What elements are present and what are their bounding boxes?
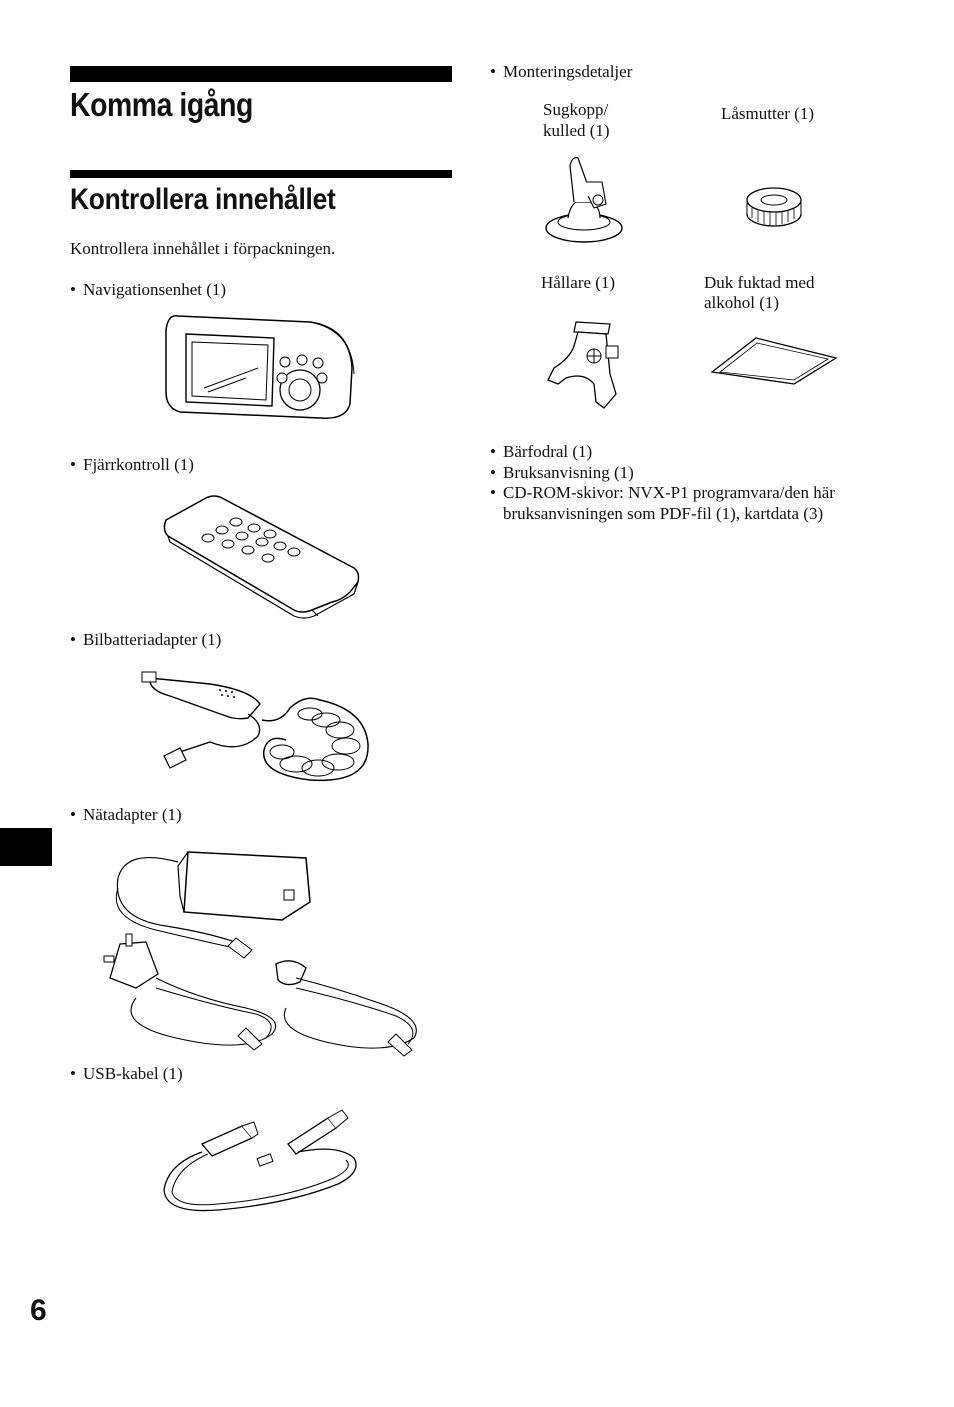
- suction-cup-image: [544, 152, 628, 248]
- section-title: Kontrollera innehållet: [70, 183, 336, 216]
- navigation-unit-image: [160, 308, 360, 426]
- lock-nut-image: [744, 184, 804, 230]
- page-title: Komma igång: [70, 86, 253, 123]
- section-tab: [0, 828, 52, 866]
- item-cd-rom: CD-ROM-skivor: NVX-P1 programvara/den hä…: [490, 483, 873, 524]
- item-usb-cable: USB-kabel (1): [70, 1064, 183, 1084]
- item-manual: Bruksanvisning (1): [490, 463, 883, 484]
- car-battery-adapter-image: [140, 664, 380, 794]
- item-ac-adapter: Nätadapter (1): [70, 805, 182, 825]
- item-carry-case: Bärfodral (1): [490, 442, 883, 463]
- label-cloth-1: Duk fuktad med: [704, 273, 815, 292]
- heading-rule-sub: [70, 170, 452, 178]
- holder-image: [544, 318, 628, 414]
- page-number: 6: [30, 1294, 47, 1327]
- label-lock-nut: Låsmutter (1): [721, 104, 814, 123]
- item-mounting: Monteringsdetaljer: [490, 62, 632, 82]
- remote-control-image: [162, 492, 362, 620]
- ac-adapter-image: [96, 838, 436, 1064]
- item-car-adapter: Bilbatteriadapter (1): [70, 630, 221, 650]
- item-navigation-unit: Navigationsenhet (1): [70, 280, 226, 300]
- label-holder: Hållare (1): [541, 273, 616, 292]
- usb-cable-image: [158, 1104, 368, 1224]
- label-cloth-2: alkohol (1): [704, 293, 780, 312]
- heading-rule-top: [70, 66, 452, 82]
- label-suction-cup-2: kulled (1): [543, 121, 610, 140]
- item-remote: Fjärrkontroll (1): [70, 455, 194, 475]
- label-suction-cup-1: Sugkopp/: [543, 100, 609, 119]
- intro-text: Kontrollera innehållet i förpackningen.: [70, 239, 336, 258]
- cloth-image: [710, 336, 838, 386]
- other-items-list: Bärfodral (1) Bruksanvisning (1) CD-ROM-…: [490, 442, 883, 524]
